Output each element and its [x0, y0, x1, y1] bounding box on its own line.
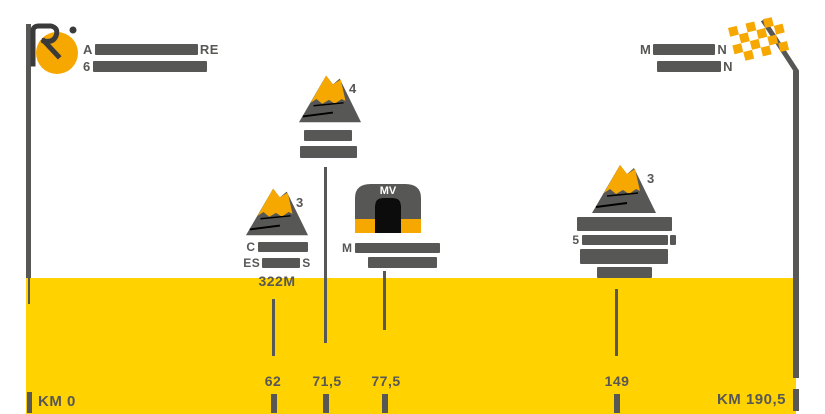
climb3-altitude-redacted [596, 267, 652, 278]
start-boundary-line [26, 24, 31, 278]
finish-flag-icon [728, 17, 800, 74]
climb1-name-line2-suffix: S [302, 256, 311, 270]
climb3-name-line2-redacted-end [669, 235, 676, 245]
finish-name-line1-prefix: M [640, 42, 652, 57]
km-start-label: KM 0 [38, 393, 76, 410]
start-name-line1-prefix: A [83, 42, 93, 57]
km-finish-label: KM 190,5 [716, 391, 786, 408]
km-tick-62 [271, 394, 277, 413]
climb2-mountain-icon [298, 75, 362, 123]
climb2-name-line1-redacted [304, 130, 352, 141]
km-marker-149: 149 [604, 373, 630, 389]
climb1-category: 3 [296, 195, 304, 210]
finish-name-line2-suffix: N [723, 59, 733, 74]
km-tick-77-5 [382, 394, 388, 413]
sprint-name-line1-prefix: M [342, 241, 353, 255]
finish-name-line1-suffix: N [717, 42, 728, 57]
climb1-name-line2-prefix: ES [243, 256, 261, 270]
km-marker-77-5: 77,5 [371, 373, 401, 389]
finish-name-line2-redacted [657, 61, 722, 72]
finish-name-line1-redacted [653, 44, 716, 55]
km-start-tick [27, 392, 32, 413]
climb3-label: 5 [562, 217, 686, 278]
climb1-name-line1-redacted [257, 242, 308, 252]
dropline-km62 [272, 299, 275, 356]
sprint-name-line2-redacted [368, 257, 437, 268]
km-tick-149 [614, 394, 620, 413]
sprint-name-line1-redacted [354, 243, 440, 253]
sprint-arch-icon: MV [355, 184, 421, 233]
climb1-name-line2-redacted [262, 258, 301, 268]
km-marker-62: 62 [264, 373, 282, 389]
climb1-name-line1-prefix: C [246, 240, 256, 254]
climb3-name-line2-prefix: 5 [572, 233, 580, 247]
dropline-km71-5 [324, 167, 327, 343]
climb1-mountain-icon [245, 188, 309, 236]
climb3-category: 3 [647, 171, 655, 186]
km-marker-71-5: 71,5 [312, 373, 342, 389]
climb2-name-line2-redacted [299, 146, 357, 158]
start-name-line2-prefix: 6 [83, 59, 91, 74]
climb3-name-line1-redacted [576, 217, 672, 231]
km-finish-tick [793, 389, 799, 411]
start-name-line2-redacted [92, 61, 207, 72]
sprint-label-line1: M [342, 242, 440, 254]
climb1-label: C ES S 322M [227, 241, 327, 289]
dropline-km77-5 [383, 271, 386, 330]
start-name-line1-suffix: RE [199, 42, 219, 57]
climb3-mountain-icon [592, 165, 656, 213]
start-cyclist-icon [30, 23, 78, 74]
climb2-label [278, 130, 378, 158]
start-boundary-line-lower [28, 278, 30, 304]
dropline-km149 [615, 289, 618, 356]
climb1-altitude: 322M [258, 273, 296, 289]
km-tick-71-5 [323, 394, 329, 413]
start-name: A RE 6 [83, 43, 219, 73]
sprint-icon-label: MV [380, 185, 397, 197]
distance-band [26, 278, 796, 414]
start-name-line1-redacted [94, 44, 198, 55]
climb2-category: 4 [349, 81, 357, 96]
finish-name: M N N [640, 43, 733, 73]
sprint-label-line2 [368, 257, 437, 268]
climb3-name-line3-redacted [580, 249, 668, 264]
finish-boundary-line [793, 71, 799, 378]
climb3-name-line2-redacted [581, 235, 668, 245]
